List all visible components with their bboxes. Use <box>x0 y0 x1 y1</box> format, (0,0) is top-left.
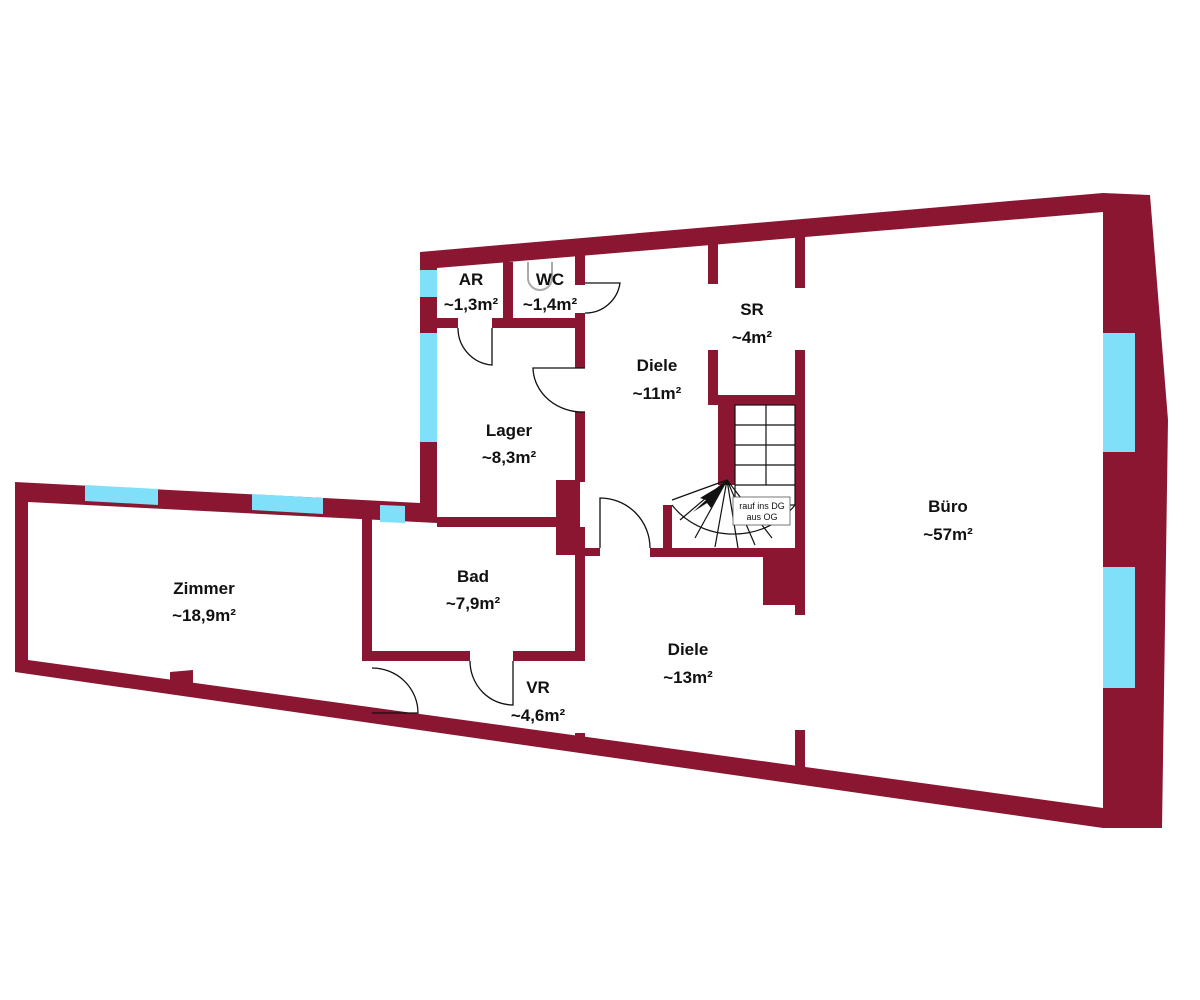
room-ar-name: AR <box>459 270 484 289</box>
wall-segment <box>362 711 372 721</box>
room-buero-area: ~57m² <box>923 525 973 544</box>
window-bad <box>380 505 405 523</box>
wall-segment <box>718 405 735 485</box>
wall-segment <box>708 238 718 284</box>
wall-segment <box>650 548 805 557</box>
stairs-arrow-icon <box>693 483 725 512</box>
wall-segment <box>795 234 805 288</box>
wall-segment <box>575 733 585 747</box>
stairs-note-line1: rauf ins DG <box>739 501 785 511</box>
room-lager-name: Lager <box>486 421 533 440</box>
wall-segment <box>575 255 585 285</box>
room-diele-upper-area: ~11m² <box>633 384 682 403</box>
room-vr-area: ~4,6m² <box>511 706 566 725</box>
window-zimmer-2 <box>252 494 323 514</box>
wall-segment <box>362 518 372 658</box>
wall-segment <box>437 318 458 328</box>
room-diele-lower-name: Diele <box>668 640 709 659</box>
room-diele-upper-name: Diele <box>637 356 678 375</box>
wall-segment <box>795 730 805 772</box>
windows <box>85 270 1135 688</box>
window-lager <box>420 333 437 442</box>
wall-segment <box>580 548 600 556</box>
wall-segment <box>575 412 585 482</box>
door-zimmer <box>371 667 419 714</box>
stair-line <box>671 479 728 501</box>
window-ar <box>420 270 437 297</box>
room-wc-area: ~1,4m² <box>523 295 578 314</box>
wall-segment <box>763 548 805 605</box>
room-buero-name: Büro <box>928 497 968 516</box>
wall-segment <box>362 651 470 661</box>
door-ar <box>457 327 493 366</box>
window-buero-2 <box>1103 567 1135 688</box>
toilet-icon <box>527 262 553 291</box>
room-lager-area: ~8,3m² <box>482 448 537 467</box>
room-sr-area: ~4m² <box>732 328 772 347</box>
wall-segment <box>663 505 672 550</box>
stair-line <box>694 479 728 539</box>
room-zimmer-area: ~18,9m² <box>172 606 236 625</box>
door-lager <box>532 367 586 413</box>
staircase: rauf ins DG aus OG <box>671 404 796 549</box>
door-wc <box>584 282 621 314</box>
window-zimmer-1 <box>85 485 158 505</box>
wall-segment <box>503 262 513 324</box>
plan-element <box>732 496 791 526</box>
window-buero-1 <box>1103 333 1135 452</box>
wall-segment <box>575 527 585 661</box>
room-diele-lower-area: ~13m² <box>663 668 713 687</box>
wall-segment <box>708 395 805 405</box>
wall-segment <box>513 651 585 661</box>
interior-walls <box>170 234 805 772</box>
wall-segment <box>492 318 585 328</box>
doors <box>371 262 651 714</box>
wall-segment <box>708 350 718 405</box>
room-labels: AR ~1,3m² WC ~1,4m² SR ~4m² Diele ~11m² … <box>172 270 973 725</box>
room-vr-name: VR <box>526 678 550 697</box>
room-ar-area: ~1,3m² <box>444 295 499 314</box>
door-diele <box>599 497 651 549</box>
stairs-note-line2: aus OG <box>746 512 777 522</box>
door-bad <box>469 660 514 706</box>
room-bad-name: Bad <box>457 567 489 586</box>
room-bad-area: ~7,9m² <box>446 594 501 613</box>
room-zimmer-name: Zimmer <box>173 579 235 598</box>
wall-segment <box>575 313 585 368</box>
room-wc-name: WC <box>536 270 564 289</box>
wall-segment <box>795 350 805 615</box>
room-sr-name: SR <box>740 300 764 319</box>
stair-line <box>726 479 739 549</box>
stair-line <box>714 479 728 548</box>
wall-segment <box>170 670 193 697</box>
wall-segment <box>437 517 562 527</box>
